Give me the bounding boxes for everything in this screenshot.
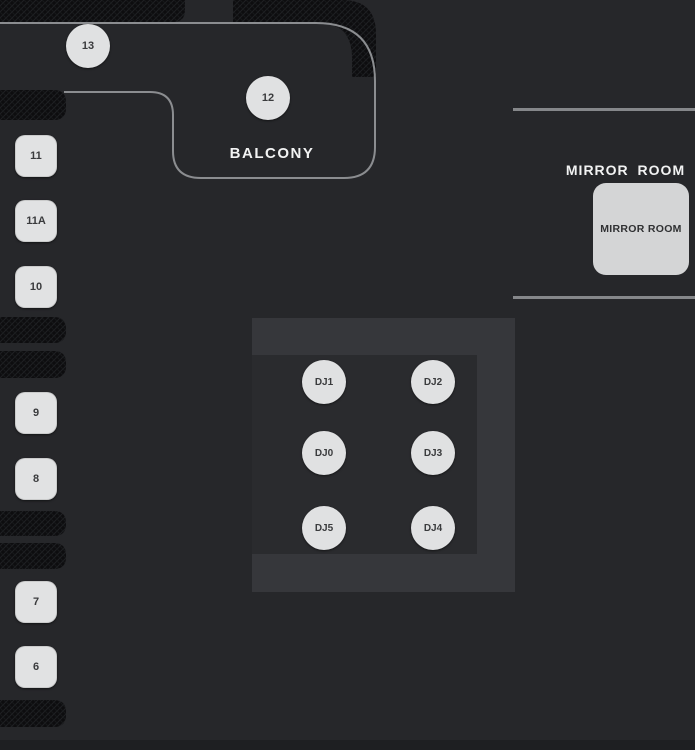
dj-booth-dj3[interactable]: DJ3 <box>411 431 455 475</box>
table-13[interactable]: 13 <box>66 24 110 68</box>
table-11a-label: 11A <box>26 215 46 227</box>
mirror-room-box[interactable]: MIRROR ROOM <box>593 183 689 275</box>
table-7[interactable]: 7 <box>15 581 57 623</box>
dj-booth-dj5[interactable]: DJ5 <box>302 506 346 550</box>
left-wall-block-6 <box>0 700 66 727</box>
left-wall-block-4 <box>0 511 66 536</box>
dj-booth-dj2-label: DJ2 <box>423 376 443 388</box>
table-9-label: 9 <box>32 407 40 419</box>
dj-booth-dj0[interactable]: DJ0 <box>302 431 346 475</box>
table-8-label: 8 <box>32 473 40 485</box>
dj-booth-dj4[interactable]: DJ4 <box>411 506 455 550</box>
wall-top-left <box>0 0 185 22</box>
left-wall-block-1 <box>0 90 66 120</box>
left-wall-block-2 <box>0 317 66 343</box>
dj-booth-dj2[interactable]: DJ2 <box>411 360 455 404</box>
table-6[interactable]: 6 <box>15 646 57 688</box>
table-11a[interactable]: 11A <box>15 200 57 242</box>
dj-booth-dj1[interactable]: DJ1 <box>302 360 346 404</box>
balcony-label: BALCONY <box>229 145 315 162</box>
wall-corner-elbow <box>233 0 376 77</box>
dj-booth-dj0-label: DJ0 <box>314 447 334 459</box>
left-wall-block-3 <box>0 351 66 378</box>
table-7-label: 7 <box>32 596 40 608</box>
table-11[interactable]: 11 <box>15 135 57 177</box>
table-13-label: 13 <box>81 40 95 52</box>
bottom-wall-strip <box>0 740 695 750</box>
table-10[interactable]: 10 <box>15 266 57 308</box>
table-9[interactable]: 9 <box>15 392 57 434</box>
dj-booth-dj4-label: DJ4 <box>423 522 443 534</box>
dj-booth-dj5-label: DJ5 <box>314 522 334 534</box>
table-11-label: 11 <box>30 150 42 162</box>
table-12[interactable]: 12 <box>246 76 290 120</box>
mirror-room-heading: MIRROR ROOM <box>565 162 686 178</box>
balcony-rail-outline <box>0 22 376 179</box>
mirror-room-box-label: MIRROR ROOM <box>600 223 682 235</box>
table-10-label: 10 <box>29 281 43 293</box>
dj-booth-dj1-label: DJ1 <box>314 376 334 388</box>
table-6-label: 6 <box>32 661 40 673</box>
left-wall-block-5 <box>0 543 66 569</box>
table-8[interactable]: 8 <box>15 458 57 500</box>
dj-booth-dj3-label: DJ3 <box>423 447 443 459</box>
table-12-label: 12 <box>261 92 275 104</box>
